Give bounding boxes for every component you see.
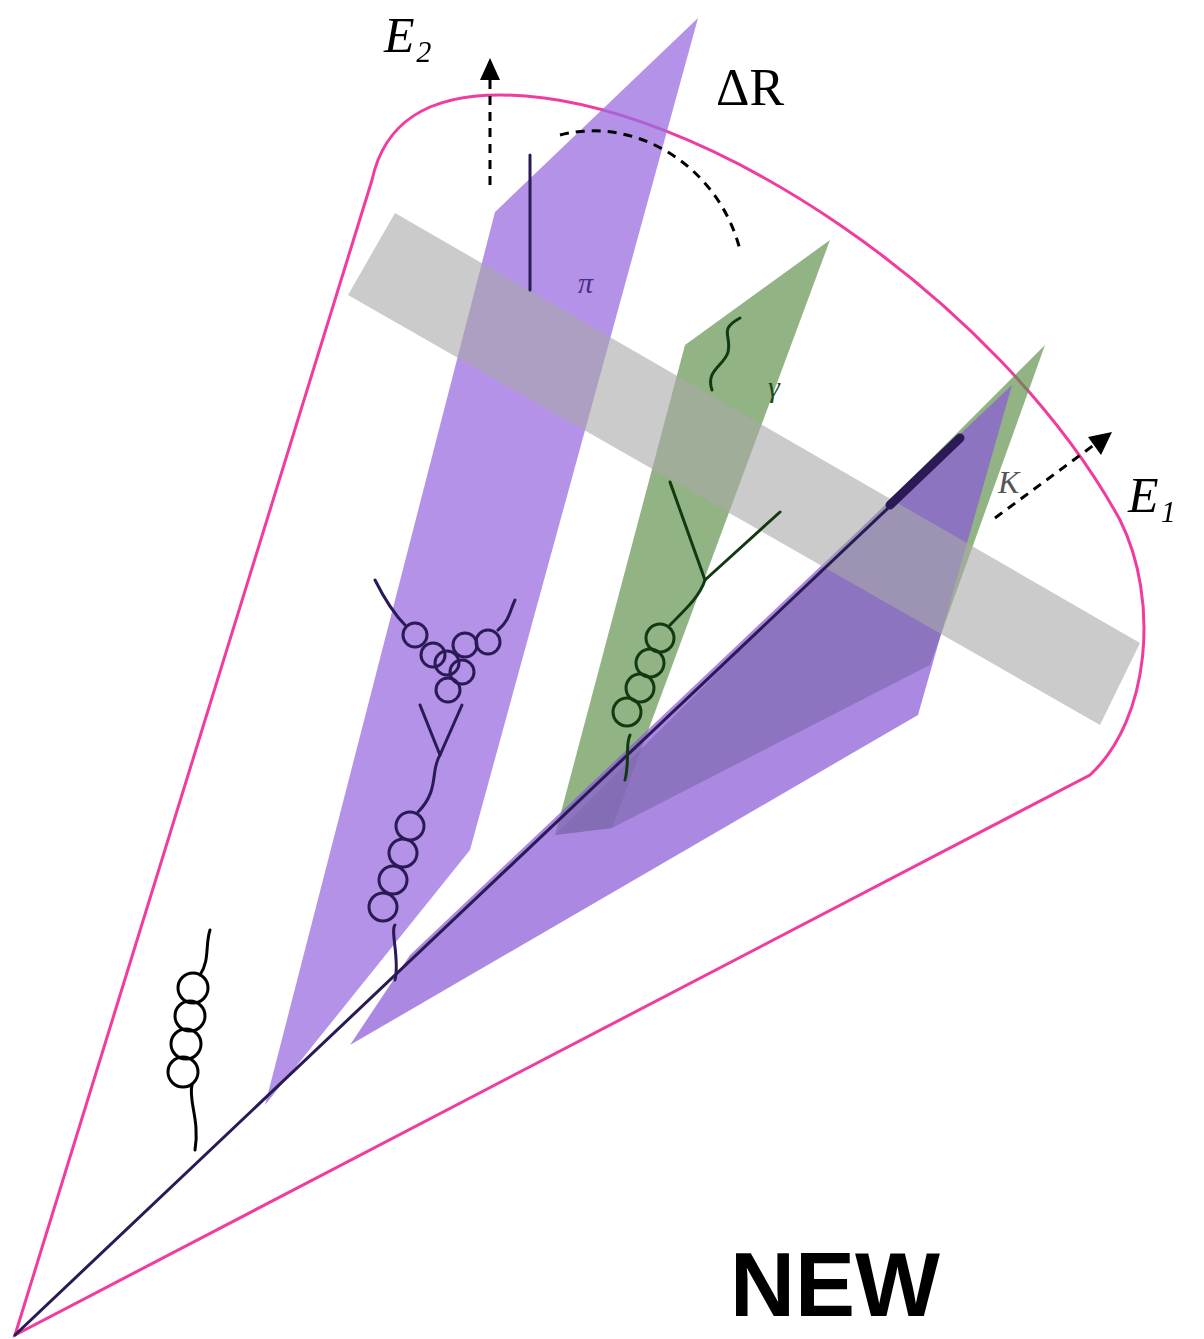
gluon-photon (613, 318, 780, 780)
kaon-line (890, 438, 960, 505)
gluon-pion (369, 155, 530, 980)
angle-label: ΔR (716, 62, 784, 114)
arrowhead (480, 58, 500, 80)
watermark: NEW (730, 1240, 940, 1330)
angle-arc (560, 131, 740, 250)
quark-line (15, 440, 960, 1335)
particle-label: γ (768, 372, 780, 402)
arrowhead (1088, 432, 1112, 455)
energy-arrow (995, 442, 1098, 518)
particle-label: π (578, 268, 593, 298)
energy-label: E₂ (384, 10, 432, 60)
energy-arrow (489, 75, 492, 185)
gray-band (348, 213, 1140, 725)
gluon-left (168, 930, 210, 1150)
photon-line (711, 318, 740, 390)
energy-label: E₁ (1128, 470, 1176, 520)
jet-cone (15, 95, 1144, 1335)
particle-label: K (998, 466, 1019, 498)
